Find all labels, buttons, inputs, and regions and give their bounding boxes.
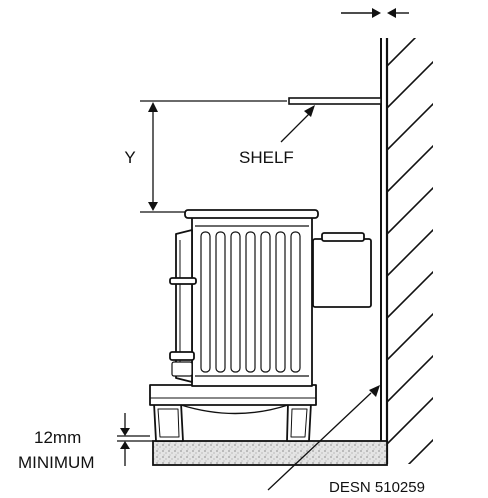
- stove: [149, 209, 372, 442]
- board-leader: [267, 385, 380, 491]
- y-dimension: [140, 100, 287, 213]
- wall: [385, 38, 433, 464]
- shelf: [288, 97, 382, 105]
- stove-body: [191, 215, 313, 387]
- gap-value-label: 12mm: [34, 428, 81, 447]
- flue-collar: [312, 238, 372, 308]
- stove-base: [149, 384, 317, 406]
- flue-collar-lid: [321, 232, 365, 242]
- y-label: Y: [124, 148, 135, 167]
- door-handle-upper: [169, 277, 197, 285]
- shelf-label: SHELF: [239, 148, 294, 167]
- stove-top: [184, 209, 319, 219]
- stove-ribs: [200, 231, 301, 373]
- gap-caption-label: MINIMUM: [18, 453, 94, 472]
- wall-clearance-dimension: [341, 8, 409, 18]
- min-gap-dimension: [117, 413, 153, 466]
- drawing-reference: DESN 510259: [329, 479, 425, 496]
- hearth: [152, 440, 388, 466]
- shelf-leader: [280, 105, 315, 143]
- door-handle-lower: [169, 351, 195, 361]
